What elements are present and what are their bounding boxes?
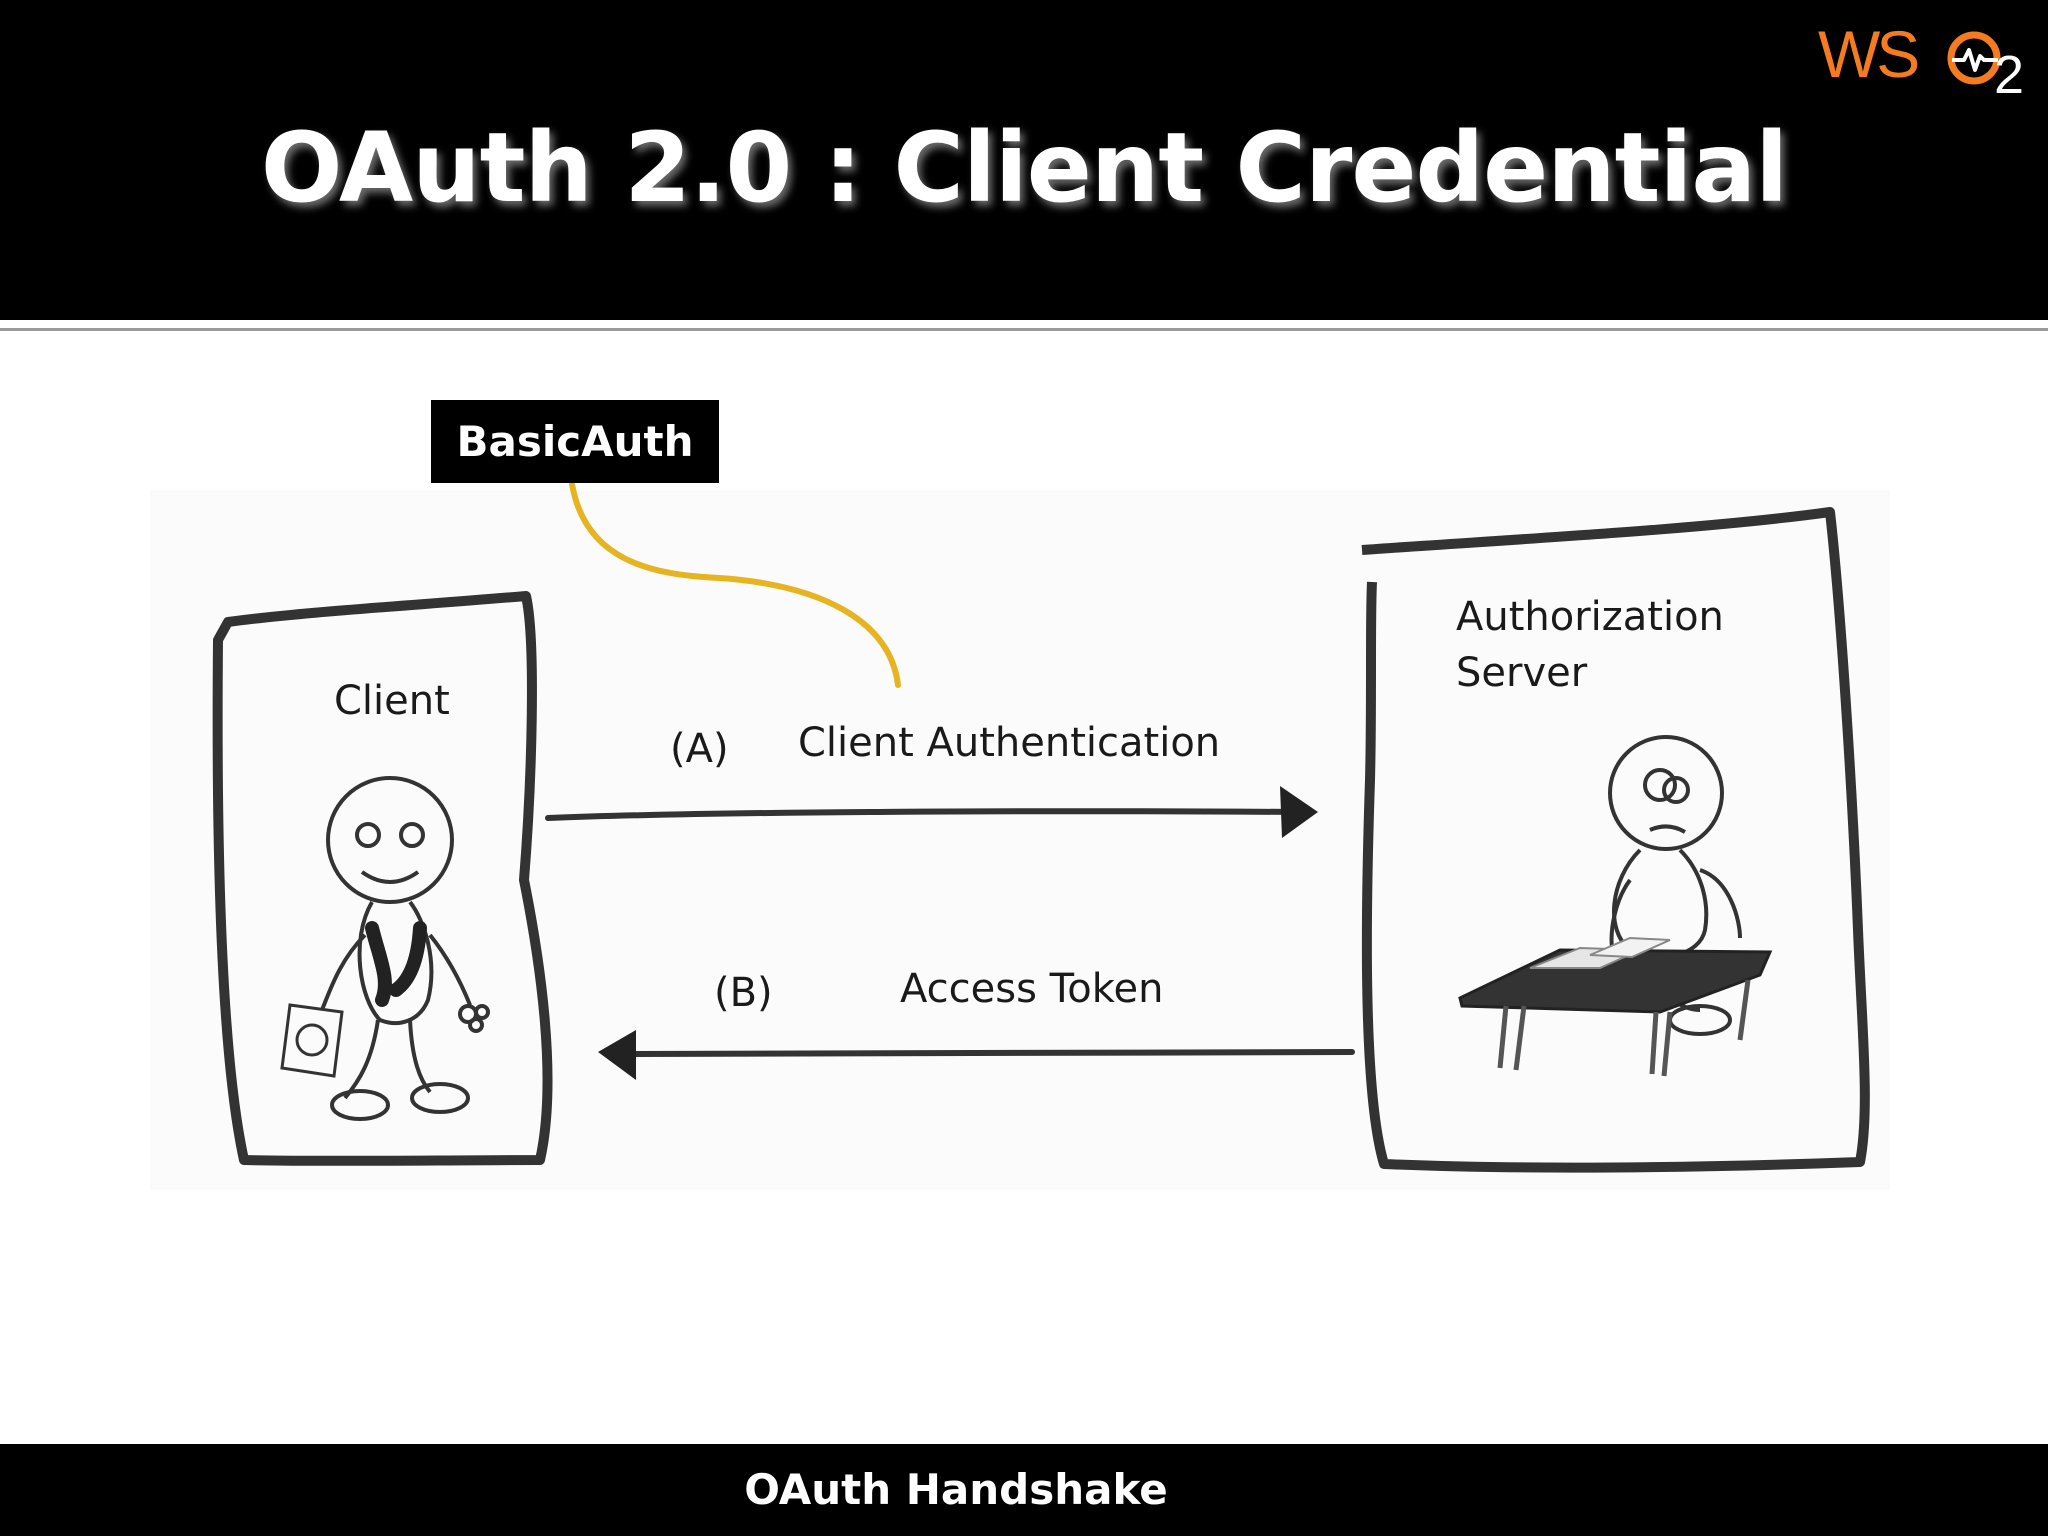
client-lanyard: [365, 921, 427, 1007]
logo-heartbeat-icon: [1947, 31, 2001, 85]
oauth-flow-diagram: Client Authorization Server: [150, 481, 1890, 1190]
footer-text: OAuth Handshake: [744, 1465, 1168, 1514]
logo-text: WS: [1818, 17, 1920, 91]
server-label-line1: Authorization: [1456, 594, 1724, 640]
basic-auth-callout: BasicAuth: [431, 400, 719, 483]
client-box: [212, 591, 553, 1166]
logo-subscript: 2: [1994, 45, 2025, 105]
step-b-label: (B): [714, 970, 773, 1016]
slide-footer: [0, 1444, 2048, 1536]
arrow-b-head: [598, 1030, 636, 1080]
server-label-line2: Server: [1456, 650, 1588, 696]
slide-header: [0, 0, 2048, 320]
header-divider: [0, 328, 2048, 331]
step-a-label: (A): [670, 726, 729, 772]
slide-title: OAuth 2.0 : Client Credential: [260, 112, 1788, 224]
desk-icon: [1458, 936, 1773, 1077]
client-authentication-label: Client Authentication: [798, 720, 1220, 766]
wso2-logo: WS 2: [1818, 12, 2028, 105]
access-token-label: Access Token: [900, 966, 1163, 1012]
client-label: Client: [334, 678, 450, 724]
access-token-arrow: [619, 1049, 1355, 1057]
authorization-server-box: [1361, 507, 1870, 1173]
arrow-a-head: [1280, 786, 1318, 838]
client-person-icon: [280, 776, 490, 1121]
client-authentication-arrow: [545, 808, 1303, 821]
callout-connector: [569, 481, 901, 688]
